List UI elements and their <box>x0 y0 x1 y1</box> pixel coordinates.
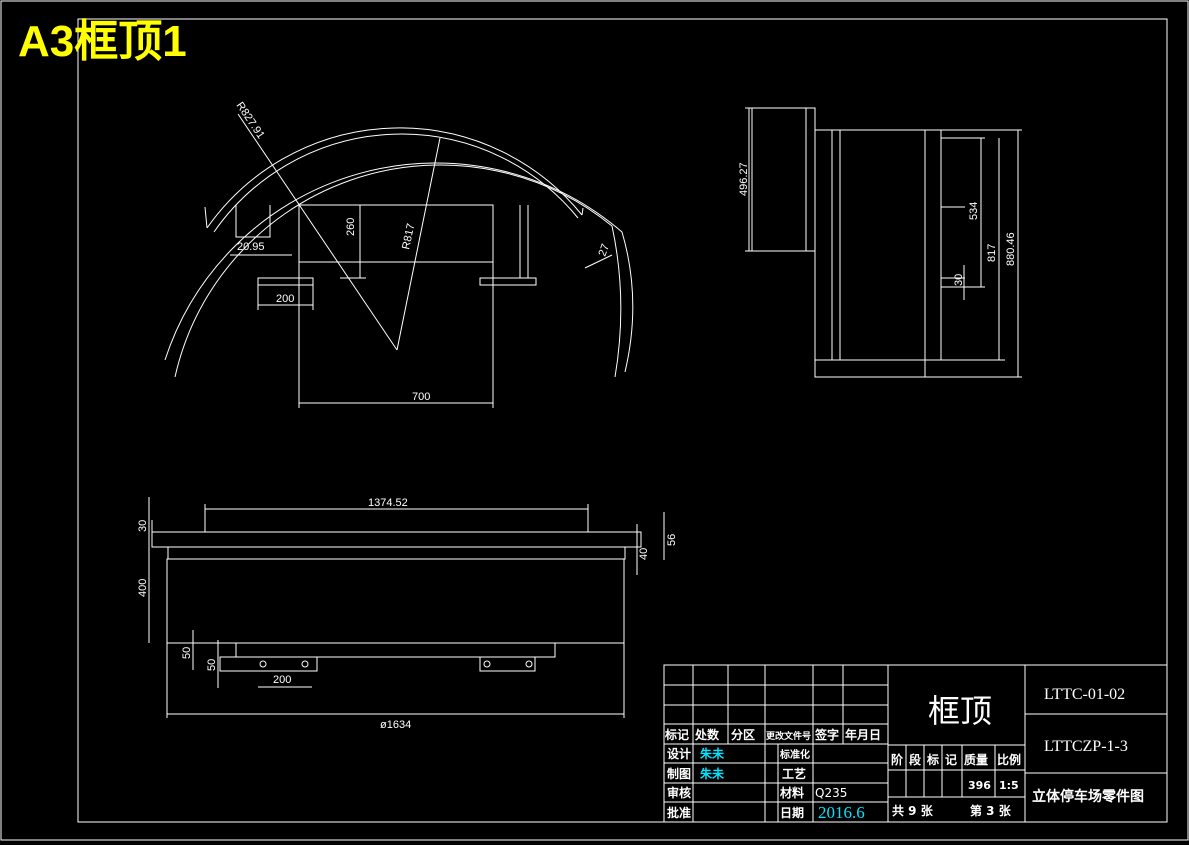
dim-400: 400 <box>137 579 149 597</box>
tb-drawing-no-2: LTTCZP-1-3 <box>1044 738 1128 755</box>
tb-stage-2: 段 <box>909 752 922 767</box>
dim-534: 534 <box>968 202 980 220</box>
arch-view: 200 R827.91 R817 260 20.95 27 700 <box>164 100 634 408</box>
dim-200-front: 200 <box>273 674 291 686</box>
front-view: 1374.52 30 400 56 40 50 50 200 ø1634 <box>137 497 678 731</box>
dim-56: 56 <box>666 534 678 546</box>
tb-mass-value: 396 <box>968 779 991 792</box>
tb-design-label: 设计 <box>667 746 691 761</box>
dim-700: 700 <box>412 391 430 403</box>
side-view: 496.27 534 817 880.46 30 <box>738 107 1022 378</box>
tb-organization: 立体停车场零件图 <box>1032 788 1144 805</box>
tb-stage-1: 阶 <box>891 752 904 767</box>
tb-hdr-date: 年月日 <box>845 727 881 742</box>
tb-sheet-no: 第 3 张 <box>970 803 1012 818</box>
dim-50-a: 50 <box>181 647 193 659</box>
dim-r827: R827.91 <box>234 100 267 141</box>
tb-date-value: 2016.6 <box>818 803 865 822</box>
dim-30-side: 30 <box>953 274 965 286</box>
tb-standard-label: 标准化 <box>779 748 810 761</box>
dim-30-front: 30 <box>137 520 149 532</box>
dim-27: 27 <box>597 242 612 258</box>
dim-880-46: 880.46 <box>1005 232 1017 266</box>
dim-1634: ø1634 <box>380 719 411 731</box>
tb-material-label: 材料 <box>779 785 804 800</box>
title-block: 标记 处数 分区 更改文件号 签字 年月日 设计 朱未 标准化 制图 朱未 工艺… <box>663 664 1168 823</box>
tb-total-sheets: 共 9 张 <box>892 803 934 818</box>
tb-scale-value: 1:5 <box>999 779 1019 792</box>
dim-200-top: 200 <box>276 293 294 305</box>
tb-design-name: 朱未 <box>700 746 724 761</box>
tb-stage-4: 记 <box>945 753 957 767</box>
tb-scale-label: 比例 <box>997 752 1021 767</box>
tb-hdr-sign: 签字 <box>814 727 839 742</box>
tb-draft-name: 朱未 <box>700 766 724 781</box>
dim-1374-52: 1374.52 <box>368 497 408 509</box>
tb-drawing-no-1: LTTC-01-02 <box>1044 686 1125 703</box>
dim-817: 817 <box>986 244 998 262</box>
sheet-title: A3框顶1 <box>18 17 187 66</box>
dim-496-27: 496.27 <box>738 162 750 196</box>
dim-r817: R817 <box>400 222 417 250</box>
tb-date-label: 日期 <box>780 805 804 820</box>
dim-20-95: 20.95 <box>237 241 265 253</box>
tb-hdr-count: 处数 <box>694 727 720 742</box>
tb-hdr-mark: 标记 <box>664 727 689 742</box>
tb-hdr-zone: 分区 <box>731 727 755 742</box>
dim-40: 40 <box>638 548 650 560</box>
tb-process-label: 工艺 <box>782 766 806 781</box>
tb-material-value: Q235 <box>815 786 847 800</box>
tb-mass-label: 质量 <box>964 752 988 767</box>
tb-part-name: 框顶 <box>928 692 992 730</box>
dim-50-b: 50 <box>206 659 218 671</box>
tb-hdr-docno: 更改文件号 <box>766 730 811 742</box>
tb-review-label: 审核 <box>667 785 691 800</box>
tb-draft-label: 制图 <box>667 766 691 781</box>
tb-stage-3: 标 <box>926 752 939 767</box>
dim-260: 260 <box>345 218 357 236</box>
tb-approve-label: 批准 <box>667 805 691 820</box>
